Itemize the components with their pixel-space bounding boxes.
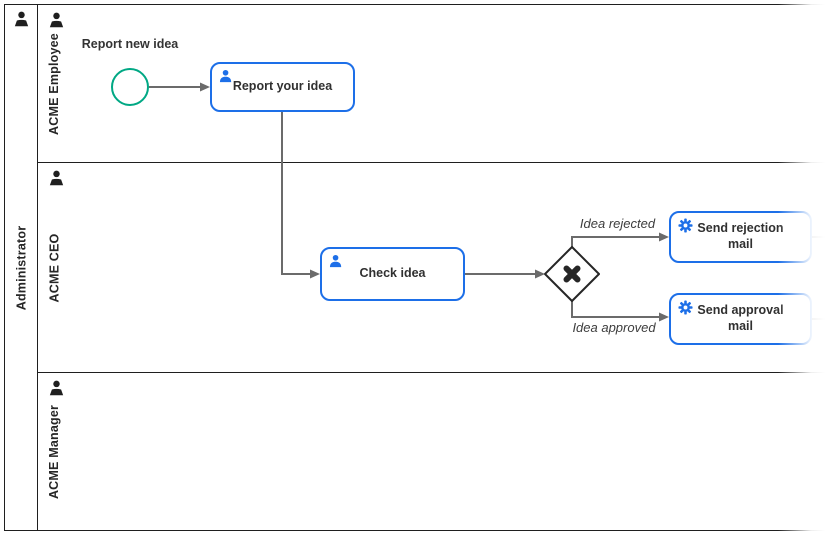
person-icon	[49, 12, 64, 28]
user-task-icon	[329, 254, 342, 268]
lane-label-strip: ACME Employee	[38, 5, 70, 162]
lane-label-strip: ACME Manager	[38, 373, 70, 530]
user-task-icon	[219, 69, 232, 83]
lane-label: ACME CEO	[47, 233, 61, 302]
service-task-gear-icon	[678, 218, 693, 233]
lane-label: ACME Employee	[47, 32, 61, 135]
task-check-idea[interactable]: Check idea	[320, 247, 465, 301]
pool-administrator[interactable]: Administrator ACME Employee ACME CEO	[4, 4, 825, 531]
lane-label: ACME Manager	[47, 404, 61, 499]
flow-label-idea-rejected[interactable]: Idea rejected	[579, 216, 656, 231]
service-task-gear-icon	[678, 300, 693, 315]
task-label: Send approval mail	[697, 303, 784, 333]
task-send-approval-mail[interactable]: Send approval mail	[669, 293, 812, 345]
task-report-your-idea[interactable]: Report your idea	[210, 62, 355, 112]
pool-label: Administrator	[14, 225, 28, 310]
person-icon	[14, 11, 29, 27]
flow-label-idea-approved[interactable]: Idea approved	[572, 320, 656, 335]
task-label: Report your idea	[232, 79, 333, 94]
lane-acme-manager[interactable]: ACME Manager	[38, 373, 825, 530]
lane-acme-ceo[interactable]: ACME CEO	[38, 163, 825, 373]
task-label: Send rejection mail	[697, 221, 784, 251]
start-event[interactable]	[111, 68, 149, 106]
task-label: Check idea	[359, 266, 426, 281]
task-send-rejection-mail[interactable]: Send rejection mail	[669, 211, 812, 263]
lane-acme-employee[interactable]: ACME Employee	[38, 5, 825, 163]
lane-label-strip: ACME CEO	[38, 163, 70, 372]
pool-header[interactable]: Administrator	[5, 5, 38, 530]
person-icon	[49, 170, 64, 186]
start-event-label: Report new idea	[81, 37, 179, 51]
person-icon	[49, 380, 64, 396]
lane-set: ACME Employee ACME CEO ACME Manager	[38, 5, 825, 530]
